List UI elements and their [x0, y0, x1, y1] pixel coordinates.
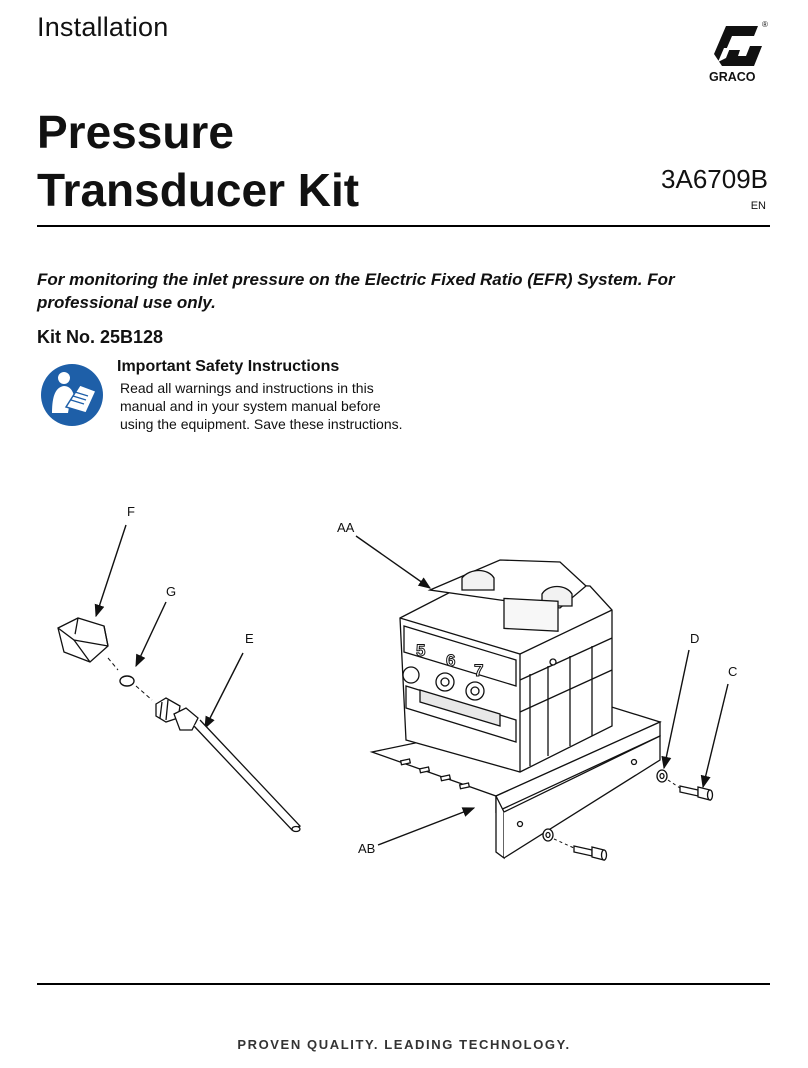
callout-c-leader	[700, 683, 729, 789]
callout-g-label: G	[166, 584, 176, 599]
part-g-o-ring	[119, 675, 135, 687]
part-e-transducer	[155, 697, 302, 833]
callout-ab-label: AB	[358, 841, 375, 856]
document-number: 3A6709B	[661, 164, 768, 194]
header-divider	[37, 225, 770, 227]
callout-e-label: E	[245, 631, 254, 646]
registered-mark: ®	[762, 20, 768, 29]
footer-divider	[37, 983, 770, 985]
safety-instructions: Read all warnings and instructions in th…	[120, 379, 420, 433]
port-number-6: 6	[446, 651, 455, 670]
callout-ab-leader	[377, 807, 476, 846]
purpose-statement: For monitoring the inlet pressure on the…	[37, 270, 675, 312]
callout-f-leader	[94, 524, 127, 618]
graco-logo: GRACO ®	[709, 20, 768, 84]
safety-line-3: using the equipment. Save these instruct…	[120, 416, 403, 432]
graco-wordmark: GRACO	[709, 70, 756, 84]
port-number-5: 5	[416, 641, 425, 660]
footer-tagline: PROVEN QUALITY. LEADING TECHNOLOGY.	[237, 1037, 571, 1052]
safety-line-1: Read all warnings and instructions in th…	[120, 380, 374, 396]
title-line-2: Transducer Kit	[37, 164, 360, 216]
callout-g-leader	[135, 601, 167, 668]
part-aa-module	[399, 559, 613, 773]
read-manual-icon	[41, 364, 103, 426]
callout-c-label: C	[728, 664, 737, 679]
callout-d-label: D	[690, 631, 699, 646]
part-c-screw	[573, 785, 714, 861]
title-line-1: Pressure	[37, 106, 234, 158]
section-title: Installation	[37, 12, 169, 42]
safety-heading: Important Safety Instructions	[117, 358, 340, 375]
port-number-7: 7	[474, 661, 483, 680]
part-f-fitting-nut	[57, 617, 109, 663]
callout-e-leader	[204, 652, 244, 730]
language-code: EN	[750, 200, 766, 212]
kit-number: Kit No. 25B128	[37, 327, 164, 347]
page-title: Pressure Transducer Kit	[37, 103, 359, 219]
callout-aa-label: AA	[337, 520, 355, 535]
callout-d-leader	[661, 649, 690, 770]
graco-logo-mark	[714, 26, 762, 66]
installation-figure: F G E AA AB D C	[57, 504, 737, 861]
callout-aa-leader	[355, 535, 432, 589]
safety-line-2: manual and in your system manual before	[120, 398, 381, 414]
callout-f-label: F	[127, 504, 135, 519]
part-d-washer	[542, 769, 668, 842]
